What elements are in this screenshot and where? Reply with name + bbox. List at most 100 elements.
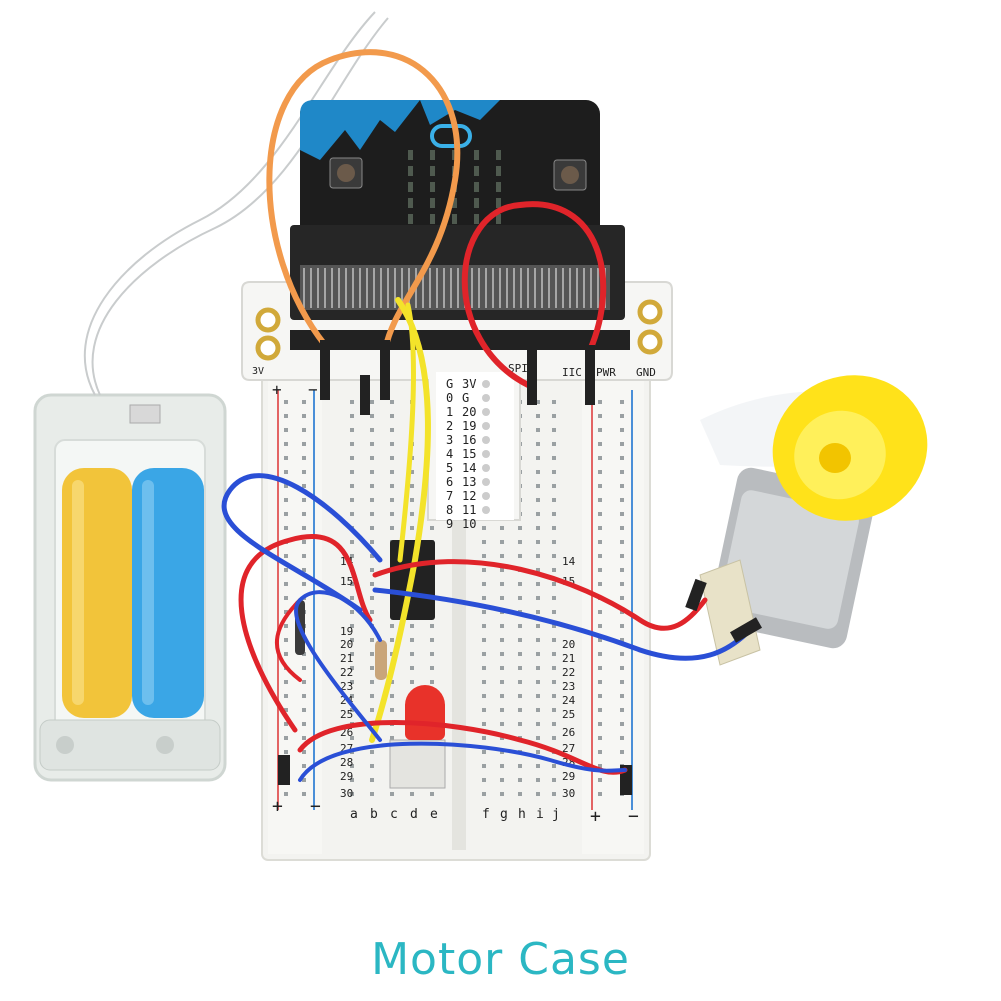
- breadboard-hole: [620, 666, 624, 670]
- breadboard-hole: [518, 778, 522, 782]
- breadboard-hole: [410, 484, 414, 488]
- breadboard-hole: [598, 554, 602, 558]
- breadboard-hole: [598, 792, 602, 796]
- breadboard-hole: [370, 484, 374, 488]
- breadboard-hole: [370, 750, 374, 754]
- breadboard-hole: [482, 568, 486, 572]
- breadboard-hole: [598, 764, 602, 768]
- breadboard-hole: [552, 610, 556, 614]
- svg-text:2: 2: [446, 419, 453, 433]
- breadboard-hole: [552, 778, 556, 782]
- svg-text:30: 30: [340, 787, 353, 800]
- breadboard-hole: [500, 666, 504, 670]
- svg-text:7: 7: [446, 489, 453, 503]
- wire-red-2: [372, 559, 708, 631]
- breadboard-hole: [500, 540, 504, 544]
- svg-text:h: h: [518, 807, 526, 822]
- breadboard-hole: [482, 540, 486, 544]
- breadboard-hole: [410, 624, 414, 628]
- breadboard-hole: [302, 666, 306, 670]
- breadboard-hole: [370, 764, 374, 768]
- led: [496, 182, 501, 192]
- svg-text:24: 24: [562, 694, 576, 707]
- wire-red-top: [461, 201, 607, 388]
- svg-text:9: 9: [446, 517, 453, 531]
- breadboard-hole: [410, 512, 414, 516]
- breadboard-hole: [370, 596, 374, 600]
- rail-plus-bottom-right: +: [590, 806, 601, 827]
- breadboard-hole: [350, 624, 354, 628]
- rail-minus-top-left: −: [308, 380, 318, 399]
- breadboard-hole: [350, 652, 354, 656]
- breadboard-hole: [536, 638, 540, 642]
- breadboard-hole: [350, 554, 354, 558]
- breadboard-hole: [390, 792, 394, 796]
- breadboard-hole: [536, 582, 540, 586]
- breadboard-hole: [552, 722, 556, 726]
- breadboard-hole: [552, 708, 556, 712]
- breadboard-hole: [284, 750, 288, 754]
- breadboard-hole: [518, 792, 522, 796]
- breadboard-hole: [552, 428, 556, 432]
- breadboard-hole: [482, 778, 486, 782]
- breadboard-hole: [302, 498, 306, 502]
- breadboard-hole: [552, 638, 556, 642]
- breadboard-hole: [620, 624, 624, 628]
- breadboard-hole: [284, 736, 288, 740]
- breadboard-hole: [620, 554, 624, 558]
- svg-text:20: 20: [562, 638, 575, 651]
- breadboard-hole: [552, 540, 556, 544]
- breadboard-hole: [500, 568, 504, 572]
- breadboard-hole: [302, 708, 306, 712]
- breadboard-hole: [598, 498, 602, 502]
- breadboard-hole: [500, 554, 504, 558]
- breadboard-hole: [552, 582, 556, 586]
- svg-text:27: 27: [562, 742, 575, 755]
- breadboard-hole: [482, 652, 486, 656]
- breadboard-hole: [370, 652, 374, 656]
- breadboard-hole: [284, 442, 288, 446]
- breadboard-hole: [620, 680, 624, 684]
- led: [452, 198, 457, 208]
- breadboard-hole: [620, 568, 624, 572]
- breadboard-hole: [482, 764, 486, 768]
- breadboard-hole: [482, 680, 486, 684]
- caption-title: Motor Case: [371, 934, 630, 985]
- breadboard-hole: [500, 680, 504, 684]
- breadboard-hole: [284, 694, 288, 698]
- rail-plus-top-left: +: [272, 380, 282, 399]
- breadboard-hole: [552, 764, 556, 768]
- breadboard-hole: [370, 540, 374, 544]
- breadboard-hole: [518, 680, 522, 684]
- breadboard-hole: [620, 512, 624, 516]
- breadboard-hole: [598, 400, 602, 404]
- svg-text:16: 16: [462, 433, 476, 447]
- led: [408, 198, 413, 208]
- breadboard-hole: [284, 722, 288, 726]
- battery-wires: [83, 11, 389, 396]
- breadboard-hole: [390, 526, 394, 530]
- breadboard-hole: [370, 442, 374, 446]
- breadboard-hole: [390, 708, 394, 712]
- breadboard-hole: [390, 736, 394, 740]
- wires: [221, 49, 762, 782]
- wire-blue-2: [372, 587, 753, 661]
- breadboard-hole: [536, 568, 540, 572]
- svg-text:0: 0: [446, 391, 453, 405]
- breadboard-hole: [302, 512, 306, 516]
- breadboard-hole: [284, 596, 288, 600]
- svg-text:22: 22: [562, 666, 575, 679]
- breadboard-hole: [430, 652, 434, 656]
- svg-text:13: 13: [462, 475, 476, 489]
- breadboard-hole: [482, 708, 486, 712]
- breadboard-hole: [536, 484, 540, 488]
- breadboard-hole: [482, 694, 486, 698]
- breadboard-hole: [552, 554, 556, 558]
- breadboard-hole: [500, 638, 504, 642]
- breadboard-hole: [370, 554, 374, 558]
- led: [474, 182, 479, 192]
- rail-minus-bottom-left: −: [310, 796, 321, 817]
- breadboard-hole: [598, 778, 602, 782]
